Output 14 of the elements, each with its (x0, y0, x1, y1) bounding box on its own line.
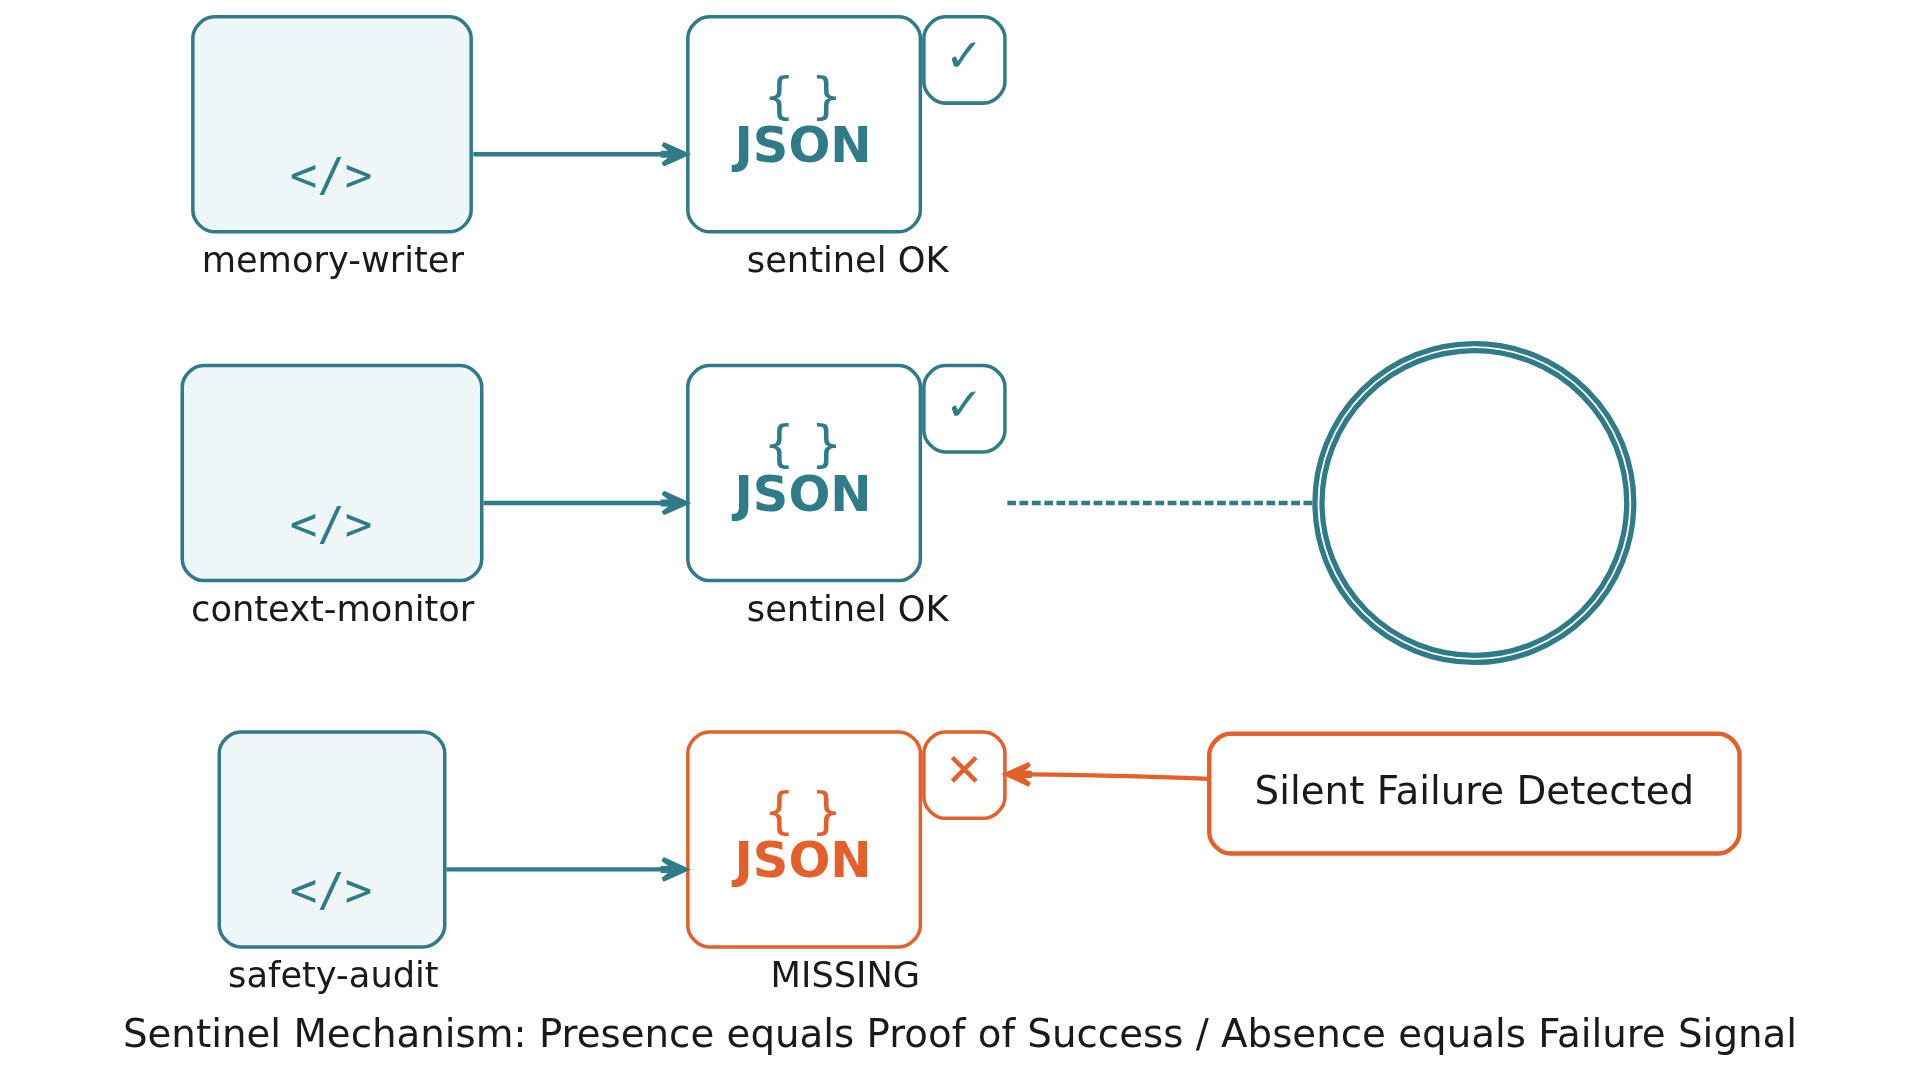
node-box: Silent Failure Detected (1207, 731, 1742, 856)
arrow (483, 490, 689, 516)
node-label: sentinel OK (746, 588, 949, 630)
node-label: context-monitor (191, 588, 475, 630)
arrow (473, 141, 688, 167)
node-label: safety-audit (228, 954, 439, 996)
connector (1007, 500, 1315, 506)
node-label: sentinel OK (746, 239, 949, 281)
arrow (1004, 761, 1210, 787)
arrow (446, 856, 688, 882)
node-label: memory-writer (201, 239, 464, 281)
node-circle (1312, 340, 1637, 666)
node-label: MISSING (770, 954, 921, 996)
caption: Sentinel Mechanism: Presence equals Proof of Success / Absence equals Failure Signal (122, 1010, 1798, 1056)
